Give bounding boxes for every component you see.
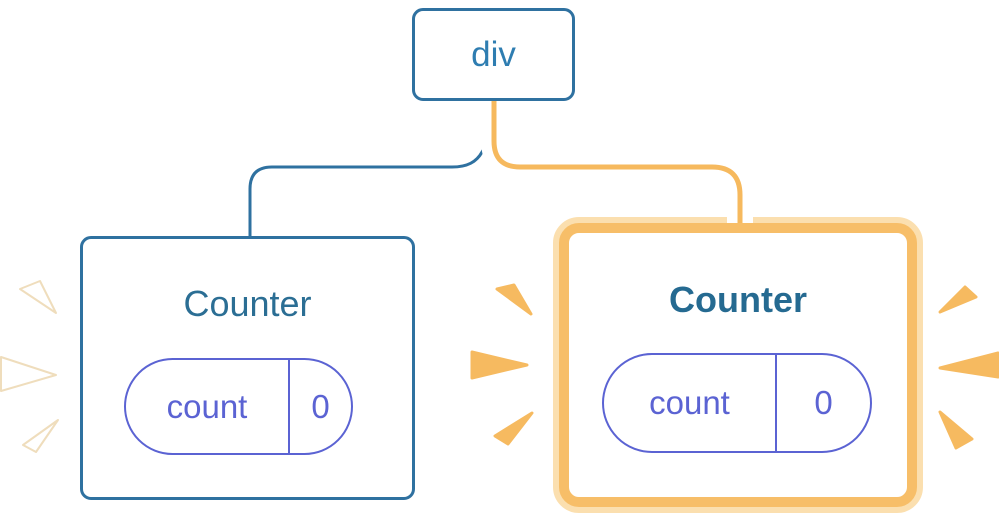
right-counter-state-pill: count 0	[602, 353, 872, 453]
emphasis-burst-left-white	[0, 280, 59, 453]
left-counter-card: Counter count 0	[80, 236, 415, 500]
root-node-div: div	[412, 8, 575, 101]
sparkle-icon	[938, 285, 978, 314]
sparkle-icon	[22, 419, 59, 453]
state-value: 0	[814, 384, 833, 421]
right-counter-card-highlighted: Counter count 0	[553, 217, 923, 513]
state-value: 0	[311, 387, 330, 425]
orange-connector-line	[491, 101, 743, 223]
right-counter-title: Counter	[669, 279, 807, 320]
sparkle-icon	[938, 351, 999, 379]
blue-connector-line	[248, 100, 492, 238]
left-counter-state-pill: count 0	[124, 358, 353, 455]
sparkle-icon	[19, 280, 57, 314]
emphasis-burst-right-orange	[938, 285, 999, 450]
sparkle-icon	[0, 356, 57, 392]
sparkle-icon	[495, 283, 533, 316]
state-key-label: count	[604, 355, 777, 451]
sparkle-icon	[493, 411, 534, 446]
sparkle-icon	[938, 410, 974, 450]
emphasis-burst-middle-orange	[470, 283, 534, 446]
root-node-label: div	[471, 34, 516, 74]
left-counter-title: Counter	[183, 283, 312, 324]
orange-connector-casing	[481, 101, 753, 223]
state-key-label: count	[126, 360, 290, 453]
sparkle-icon	[470, 350, 529, 380]
